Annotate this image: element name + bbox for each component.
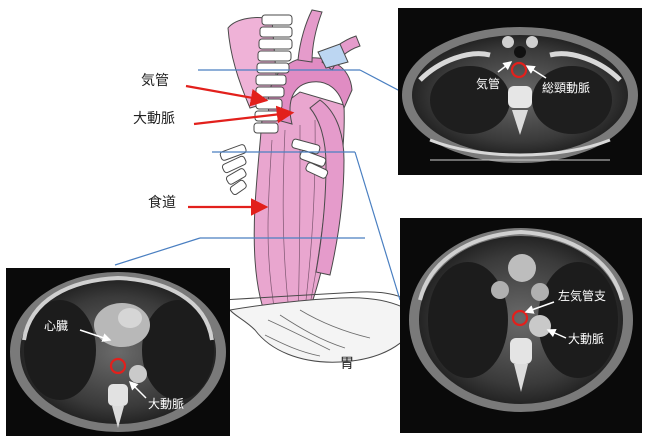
diaphragm-line: [221, 291, 411, 303]
ct-lower-label-heart: 心臓: [44, 319, 69, 333]
label-trachea: 気管: [141, 73, 169, 89]
middle-highlight-circle: [511, 309, 529, 327]
vein-stub: [317, 43, 349, 69]
ct-panel-middle: [400, 218, 642, 433]
descending-aorta: [309, 99, 345, 276]
ct-middle-label-left-bronchus: 左気管支: [558, 289, 607, 303]
stomach-folds: [264, 309, 371, 357]
aorta-arrow: [193, 105, 295, 126]
lower-highlight-circle: [109, 357, 127, 375]
ct-upper-label-trachea: 気管: [476, 77, 501, 91]
label-stomach: 胃: [340, 356, 354, 372]
bronchi: [219, 138, 329, 196]
trachea-arrow: [185, 84, 269, 107]
carotid-branch: [297, 9, 323, 63]
middle-to-panel-line: [354, 151, 401, 301]
ct-panel-upper: [398, 8, 642, 175]
lower-to-panel-line: [114, 237, 201, 266]
ct-middle-label-aorta: 大動脈: [568, 332, 605, 346]
label-aorta: 大動脈: [133, 111, 175, 127]
ct-panel-lower: [6, 268, 230, 436]
anatomy-illustration: [219, 9, 421, 363]
stomach-outline: [229, 297, 421, 363]
ct-lower-label-aorta: 大動脈: [148, 397, 185, 411]
ct-upper-label-common-carotid: 総頸動脈: [542, 81, 591, 95]
label-esophagus: 食道: [148, 195, 176, 211]
label-arrows: [185, 84, 295, 216]
